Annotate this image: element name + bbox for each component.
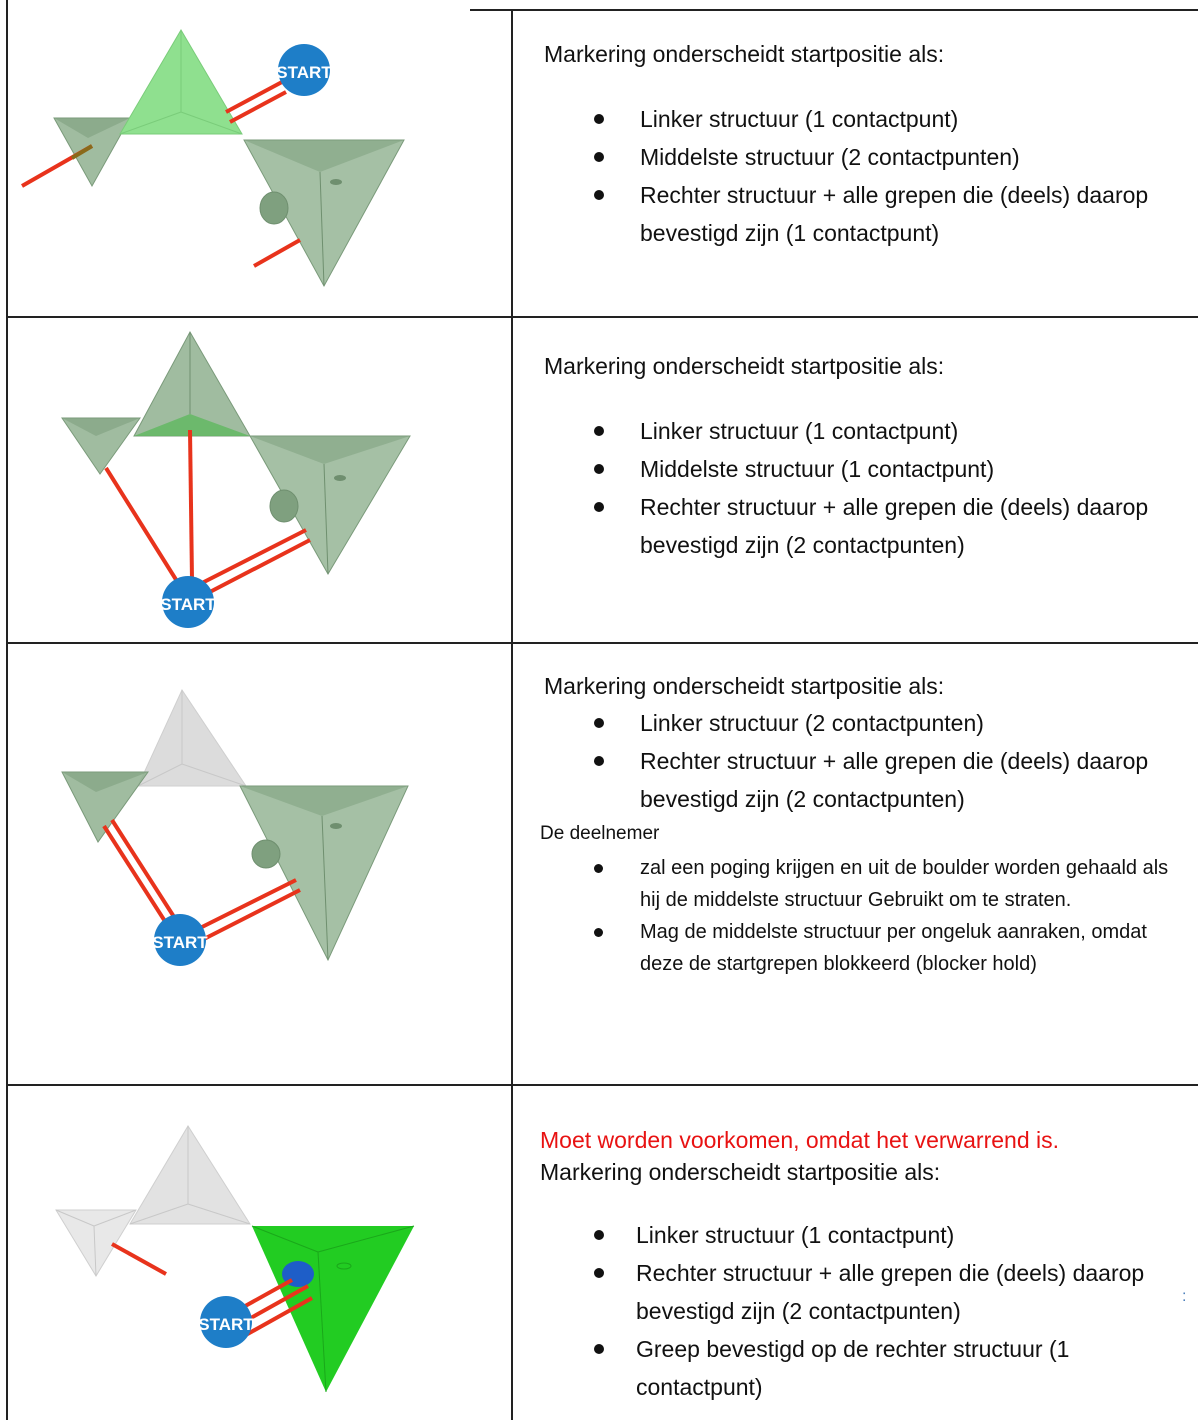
- row-divider-2: [6, 642, 1198, 644]
- row-3-text: Markering onderscheidt startpositie als:…: [540, 670, 1180, 980]
- list-item: Linker structuur (1 contactpunt): [540, 1216, 1180, 1254]
- row-2-text: Markering onderscheidt startpositie als:…: [540, 350, 1180, 564]
- row-1-text: Markering onderscheidt startpositie als:…: [540, 38, 1180, 252]
- row-4-text: Moet worden voorkomen, omdat het verwarr…: [540, 1124, 1180, 1406]
- row-4-list: Linker structuur (1 contactpunt) Rechter…: [540, 1216, 1180, 1406]
- list-item: Middelste structuur (2 contactpunten): [540, 138, 1180, 176]
- table-top-border: [470, 9, 1198, 11]
- row-1-heading: Markering onderscheidt startpositie als:: [544, 41, 945, 67]
- row-3-diagram: START: [0, 644, 505, 1082]
- row-3-list: Linker structuur (2 contactpunten) Recht…: [540, 704, 1180, 818]
- list-item: Rechter structuur + alle grepen die (dee…: [540, 742, 1180, 818]
- row-1-list: Linker structuur (1 contactpunt) Middels…: [540, 100, 1180, 252]
- row-3-heading: Markering onderscheidt startpositie als:: [544, 673, 945, 699]
- list-item: Linker structuur (2 contactpunten): [540, 704, 1180, 742]
- table-left-border: [6, 0, 8, 1420]
- row-1-diagram: START: [0, 12, 505, 312]
- row-4-heading: Markering onderscheidt startpositie als:: [540, 1159, 941, 1185]
- start-badge-label: START: [198, 1315, 254, 1334]
- list-item: Rechter structuur + alle grepen die (dee…: [540, 176, 1180, 252]
- list-item: Mag de middelste structuur per ongeluk a…: [540, 916, 1180, 980]
- list-item: Rechter structuur + alle grepen die (dee…: [540, 488, 1180, 564]
- list-item: Greep bevestigd op de rechter structuur …: [540, 1330, 1180, 1406]
- start-badge-label: START: [160, 595, 216, 614]
- start-badge-label: START: [276, 63, 332, 82]
- row-divider-3: [6, 1084, 1198, 1086]
- row-2-diagram: START: [0, 318, 505, 640]
- start-badge-label: START: [152, 933, 208, 952]
- list-item: zal een poging krijgen en uit de boulder…: [540, 852, 1180, 916]
- row-2-heading: Markering onderscheidt startpositie als:: [544, 353, 945, 379]
- list-item: Rechter structuur + alle grepen die (dee…: [540, 1254, 1180, 1330]
- list-item: Middelste structuur (1 contactpunt): [540, 450, 1180, 488]
- row-2-list: Linker structuur (1 contactpunt) Middels…: [540, 412, 1180, 564]
- stray-mark: :: [1182, 1288, 1187, 1305]
- list-item: Linker structuur (1 contactpunt): [540, 412, 1180, 450]
- table-column-divider: [511, 10, 513, 1420]
- row-4-warning: Moet worden voorkomen, omdat het verwarr…: [540, 1127, 1060, 1153]
- row-3-sublist: zal een poging krijgen en uit de boulder…: [540, 852, 1180, 980]
- list-item: Linker structuur (1 contactpunt): [540, 100, 1180, 138]
- row-3-subheading: De deelnemer: [540, 823, 660, 844]
- row-divider-1: [6, 316, 1198, 318]
- row-4-diagram: START: [0, 1086, 505, 1420]
